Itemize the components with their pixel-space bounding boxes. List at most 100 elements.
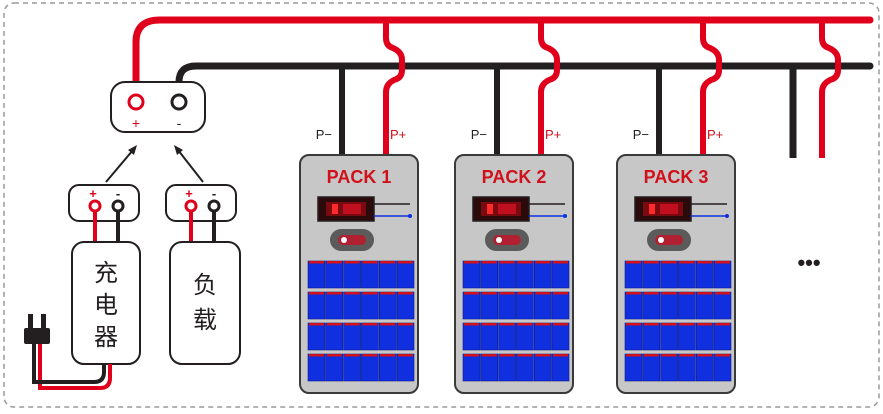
charger: + - 充 电 器 [68, 184, 141, 365]
battery-cell [378, 291, 397, 320]
battery-cell [325, 291, 344, 320]
main-positive-terminal [127, 93, 145, 111]
main-negative-terminal [170, 93, 188, 111]
pack-positive-wire [383, 20, 405, 158]
battery-cell [624, 260, 643, 289]
battery-cell [361, 353, 379, 382]
power-plug-icon [24, 314, 50, 344]
battery-cell [678, 291, 696, 320]
battery-cell [480, 322, 499, 351]
battery-cell [713, 291, 732, 320]
pack-negative-label: P− [316, 127, 332, 142]
battery-cell [480, 291, 499, 320]
pack-title: PACK 2 [482, 167, 547, 187]
battery-cell [462, 291, 481, 320]
charger-name-char-2: 电 [94, 291, 118, 319]
battery-pack-1: P−P+PACK 1 [299, 20, 419, 394]
battery-cell [343, 353, 361, 382]
battery-cell [642, 353, 661, 382]
battery-cell [551, 291, 570, 320]
battery-cell [343, 322, 361, 351]
charger-negative-label: - [116, 186, 120, 201]
arrow-icon [174, 145, 204, 183]
load-name-char-1: 负 [193, 271, 217, 299]
battery-cell [660, 291, 678, 320]
main-negative-label: - [177, 115, 182, 131]
battery-cell [533, 260, 552, 289]
battery-cell [713, 260, 732, 289]
bms-display-icon [634, 196, 729, 222]
battery-cell [516, 353, 534, 382]
load-negative-label: - [212, 186, 216, 201]
battery-cell [533, 322, 552, 351]
pack-negative-label: P− [471, 127, 487, 142]
battery-cell [551, 353, 570, 382]
battery-cell [660, 353, 678, 382]
battery-cell [480, 353, 499, 382]
battery-cell [516, 260, 534, 289]
main-terminal-box: + - [110, 81, 206, 133]
pack-title: PACK 3 [644, 167, 709, 187]
battery-cell-grid [307, 260, 415, 382]
battery-cell [396, 322, 415, 351]
battery-cell [678, 260, 696, 289]
battery-cell [396, 260, 415, 289]
bms-switch-icon [485, 229, 529, 251]
battery-cell [516, 291, 534, 320]
battery-cell [307, 291, 326, 320]
main-positive-label: + [132, 115, 140, 131]
battery-pack-3: P−P+PACK 3 [616, 20, 736, 394]
battery-cell [480, 260, 499, 289]
battery-cell [551, 260, 570, 289]
battery-cell [396, 353, 415, 382]
battery-cell [533, 353, 552, 382]
battery-cell [695, 291, 714, 320]
battery-cell [325, 260, 344, 289]
battery-cell [533, 291, 552, 320]
battery-cell [361, 260, 379, 289]
bms-display-icon [317, 196, 412, 222]
pack-negative-label: P− [633, 127, 649, 142]
more-packs-ellipsis: ••• [797, 250, 820, 275]
power-cord [32, 340, 112, 390]
battery-cell [462, 353, 481, 382]
battery-cell [361, 291, 379, 320]
battery-cell [695, 353, 714, 382]
battery-cell [624, 353, 643, 382]
battery-cell [361, 322, 379, 351]
pack-title: PACK 1 [327, 167, 392, 187]
battery-cell [624, 291, 643, 320]
battery-cell [713, 353, 732, 382]
battery-cell [325, 353, 344, 382]
panel-border [3, 2, 880, 408]
battery-cell [498, 260, 516, 289]
battery-cell [642, 322, 661, 351]
battery-cell [378, 353, 397, 382]
battery-cell [307, 322, 326, 351]
battery-cell-grid [462, 260, 570, 382]
charger-name-char-1: 充 [94, 259, 118, 287]
battery-pack-2: P− P+ PACK 2 [454, 20, 574, 394]
pack-positive-label: P+ [545, 127, 561, 142]
battery-cell [695, 322, 714, 351]
battery-cell [678, 322, 696, 351]
battery-cell [343, 291, 361, 320]
battery-cell [642, 291, 661, 320]
battery-cell [498, 353, 516, 382]
bms-switch-icon [330, 229, 374, 251]
battery-cell [695, 260, 714, 289]
battery-cell [660, 322, 678, 351]
battery-cell [378, 322, 397, 351]
battery-cell [498, 322, 516, 351]
pack-positive-wire [700, 20, 722, 158]
battery-cell [713, 322, 732, 351]
battery-cell [551, 322, 570, 351]
battery-cell [498, 291, 516, 320]
battery-cell [343, 260, 361, 289]
battery-cell [678, 353, 696, 382]
battery-cell [642, 260, 661, 289]
battery-cell [396, 291, 415, 320]
battery-cell [516, 322, 534, 351]
battery-packs: P−P+PACK 1P−P+PACK 2P−P+PACK 3 [299, 20, 736, 394]
bms-switch-icon [647, 229, 691, 251]
